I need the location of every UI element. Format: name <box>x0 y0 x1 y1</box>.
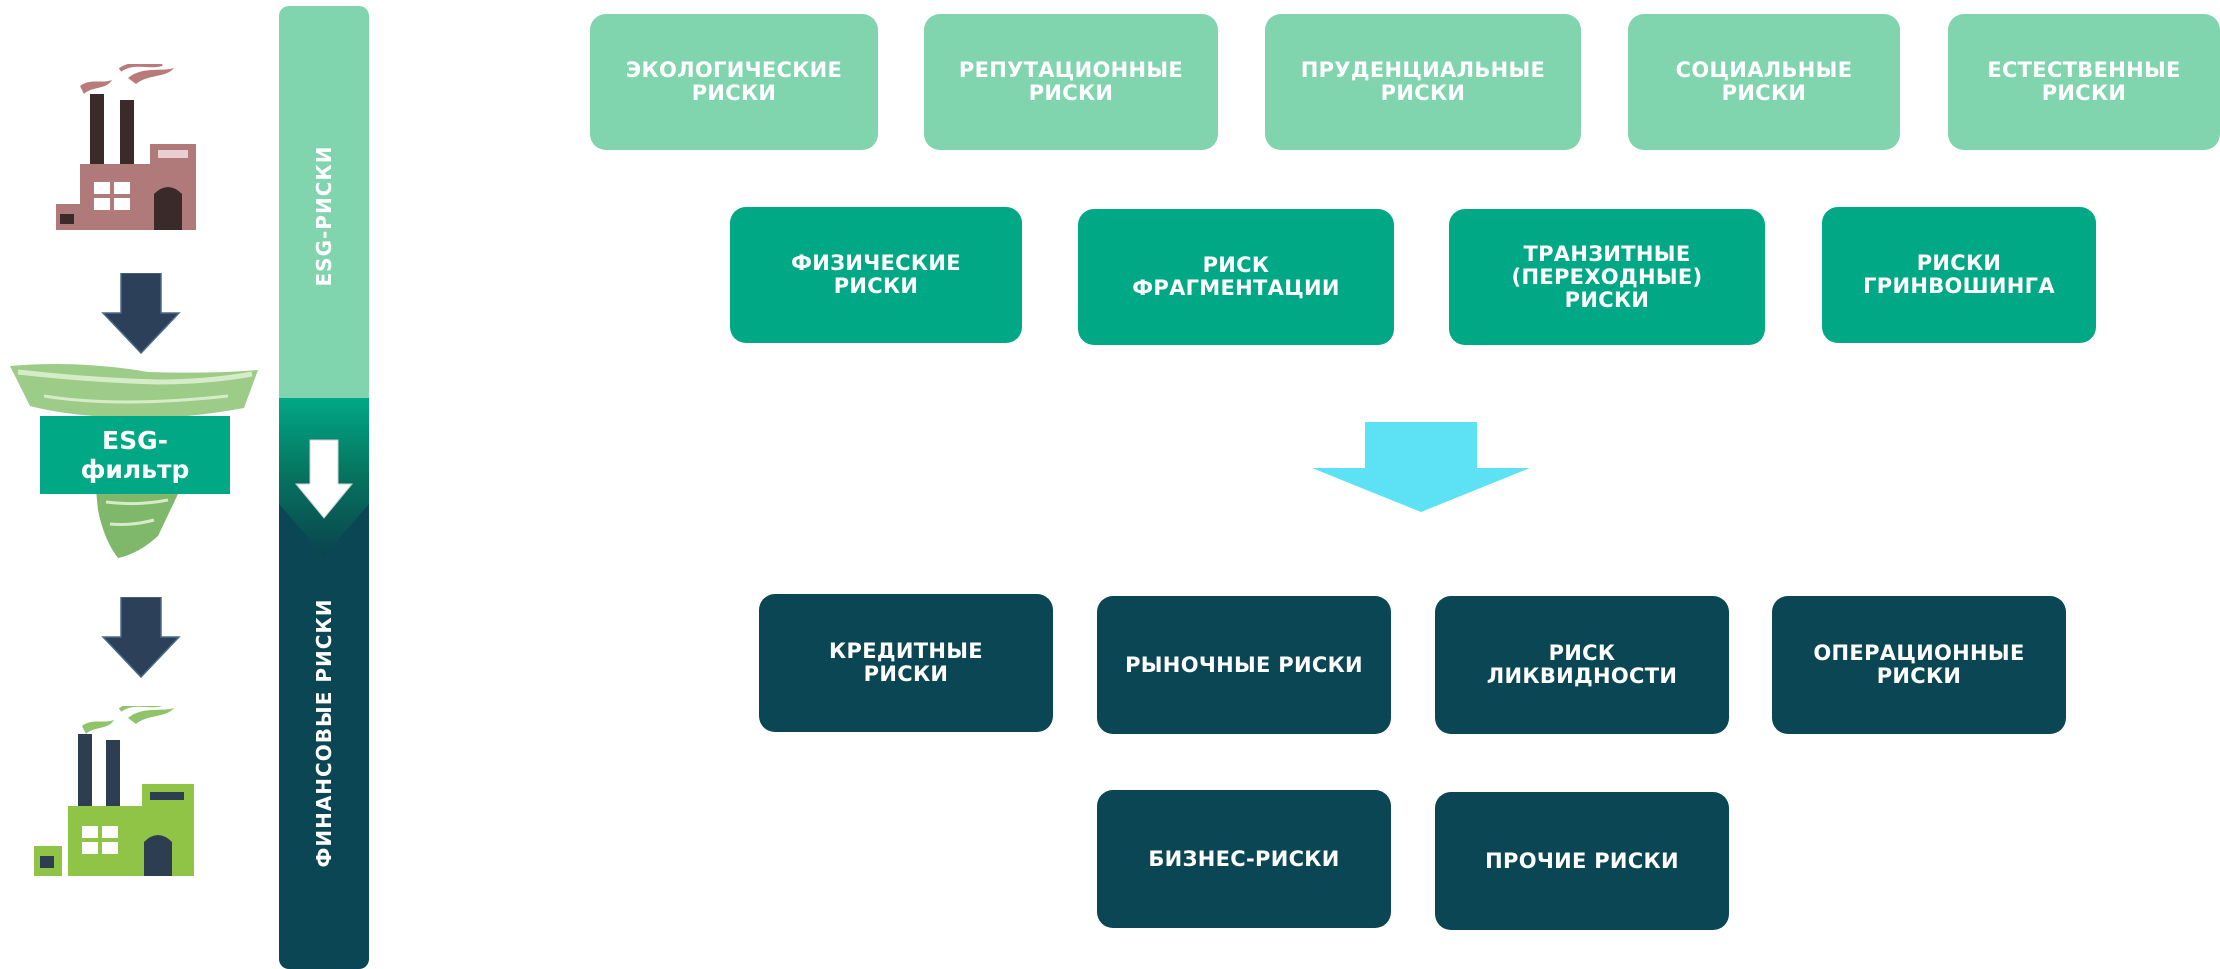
band-chevron-shape <box>279 504 369 566</box>
transition-risks-box: ТРАНЗИТНЫЕ (ПЕРЕХОДНЫЕ) РИСКИ <box>1449 209 1765 345</box>
esg-risks-band-label: ESG-РИСКИ <box>312 145 336 287</box>
business-risks-box: БИЗНЕС-РИСКИ <box>1097 790 1391 928</box>
white-down-arrow-icon <box>294 438 354 524</box>
market-risks-box: РЫНОЧНЫЕ РИСКИ <box>1097 596 1391 734</box>
physical-risks-box: ФИЗИЧЕСКИЕ РИСКИ <box>730 207 1022 343</box>
polluting-factory-icon <box>50 64 210 232</box>
down-arrow-icon <box>101 272 181 359</box>
social-risks-box: СОЦИАЛЬНЫЕ РИСКИ <box>1628 14 1900 150</box>
prudential-risks-box: ПРУДЕНЦИАЛЬНЫЕ РИСКИ <box>1265 14 1581 150</box>
other-risks-box: ПРОЧИЕ РИСКИ <box>1435 792 1729 930</box>
green-factory-icon <box>30 706 206 876</box>
financial-risks-band-label: ФИНАНСОВЫЕ РИСКИ <box>312 572 336 894</box>
transition-down-arrow-icon <box>1310 420 1532 518</box>
liquidity-risk-box: РИСК ЛИКВИДНОСТИ <box>1435 596 1729 734</box>
credit-risks-box: КРЕДИТНЫЕ РИСКИ <box>759 594 1053 732</box>
natural-risks-box: ЕСТЕСТВЕННЫЕ РИСКИ <box>1948 14 2220 150</box>
reputational-risks-box: РЕПУТАЦИОННЫЕ РИСКИ <box>924 14 1218 150</box>
esg-filter-label: ESG- фильтр <box>40 416 230 494</box>
down-arrow-icon <box>101 596 181 683</box>
greenwashing-risks-box: РИСКИ ГРИНВОШИНГА <box>1822 207 2096 343</box>
risk-transformation-band: ESG-РИСКИ ФИНАНСОВЫЕ РИСКИ <box>279 6 369 969</box>
ecological-risks-box: ЭКОЛОГИЧЕСКИЕ РИСКИ <box>590 14 878 150</box>
band-esg-section <box>279 6 369 398</box>
operational-risks-box: ОПЕРАЦИОННЫЕ РИСКИ <box>1772 596 2066 734</box>
esg-filter-funnel-icon <box>8 360 260 560</box>
fragmentation-risk-box: РИСК ФРАГМЕНТАЦИИ <box>1078 209 1394 345</box>
